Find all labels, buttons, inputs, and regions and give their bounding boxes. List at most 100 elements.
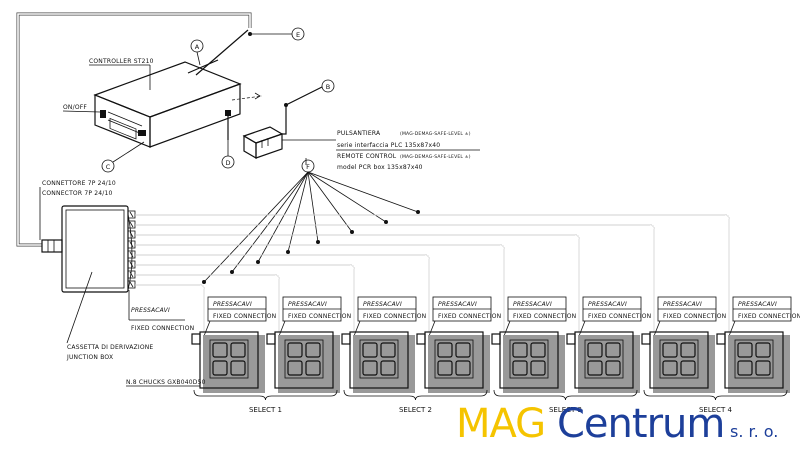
select-label: SELECT 2 [399, 406, 432, 414]
cable-gland [641, 333, 651, 345]
terminal [127, 220, 136, 229]
junction-it-label: CASSETTA DI DERIVAZIONE [67, 344, 153, 351]
chuck-pressacavi-label: PRESSACAVI [513, 301, 552, 308]
select-label: SELECT 1 [249, 406, 282, 414]
onoff-switch [100, 110, 106, 118]
chuck-pole [362, 342, 378, 358]
chuck-pole [680, 360, 696, 376]
chuck-body [349, 331, 409, 389]
callout-d: D [225, 159, 230, 167]
controller-box: CONTROLLER ST210 ON/OFF [62, 29, 263, 148]
chuck-pole [437, 360, 453, 376]
remote-model: model PCR box 135x87x40 [337, 164, 423, 171]
onoff-label: ON/OFF [63, 104, 87, 111]
chuck-fixed-label: FIXED CONNECTION [213, 313, 276, 320]
cable-gland [266, 333, 276, 345]
pulsantiera-model: serie interfaccia PLC 135x87x40 [337, 142, 440, 149]
chuck-pole [305, 342, 321, 358]
chuck-pole [662, 342, 678, 358]
cable-marker [230, 270, 234, 274]
callouts: A B C D E F [101, 27, 335, 173]
chuck-pressacavi-label: PRESSACAVI [438, 301, 477, 308]
connector-label: CONNECTOR 7P 24/10 [42, 190, 113, 197]
chuck-pressacavi-label: PRESSACAVI [363, 301, 402, 308]
chuck-pole [512, 342, 528, 358]
remote-level: (MAG-DEMAG-SAFE-LEVEL ±) [400, 154, 471, 160]
connettore-label: CONNETTORE 7P 24/10 [42, 180, 116, 187]
chuck: PRESSACAVI FIXED CONNECTION [491, 296, 576, 393]
chuck-pole [287, 360, 303, 376]
callout-b: B [326, 83, 330, 91]
controller-label: CONTROLLER ST210 [89, 58, 154, 65]
chuck-body [724, 331, 784, 389]
callout-f: F [306, 163, 310, 171]
chuck-pole [587, 360, 603, 376]
chuck-fixed-label: FIXED CONNECTION [288, 313, 351, 320]
select-label: SELECT 3 [549, 406, 582, 414]
mag-centrum-logo: MAG Centrum s. r. o. [456, 401, 778, 447]
chuck-body [574, 331, 634, 389]
chuck: PRESSACAVI FIXED CONNECTION [191, 296, 276, 393]
chuck-body [274, 331, 334, 389]
chuck-pole [380, 360, 396, 376]
chuck-pole [230, 360, 246, 376]
chuck-fixed-label: FIXED CONNECTION [663, 313, 726, 320]
chuck-pole [755, 342, 771, 358]
logo-mag: MAG [456, 401, 545, 447]
chuck-cable [135, 274, 280, 332]
chuck-fixed-label: FIXED CONNECTION [438, 313, 501, 320]
junction-box: CONNETTORE 7P 24/10 CONNECTOR 7P 24/10 C… [39, 180, 194, 361]
chuck-pole [362, 360, 378, 376]
chuck-body [199, 331, 259, 389]
chuck-body [499, 331, 559, 389]
chuck-pole [737, 342, 753, 358]
logo-sro: s. r. o. [730, 422, 778, 441]
cable-gland [191, 333, 201, 345]
chuck-pole [230, 342, 246, 358]
chuck-pole [305, 360, 321, 376]
chuck: PRESSACAVI FIXED CONNECTION [716, 296, 800, 393]
terminal [127, 230, 136, 239]
callout-c: C [106, 163, 111, 171]
callout-a: A [195, 43, 200, 51]
chuck-fixed-label: FIXED CONNECTION [363, 313, 426, 320]
chuck-pole [380, 342, 396, 358]
terminal [127, 250, 136, 259]
select-label: SELECT 4 [699, 406, 733, 414]
cable-gland [416, 333, 426, 345]
pulsantiera-label: PULSANTIERA [337, 130, 381, 137]
chuck-pole [455, 360, 471, 376]
chucks-label: N.8 CHUCKS GXB040D50 [126, 379, 206, 386]
f-leaders [203, 171, 419, 283]
chuck-pole [212, 360, 228, 376]
chuck-cable [135, 254, 430, 332]
jb-pressacavi-label: PRESSACAVI [131, 307, 170, 314]
pulsantiera-level: (MAG-DEMAG-SAFE-LEVEL ±) [400, 131, 471, 137]
chuck-pole [530, 342, 546, 358]
chuck-pole [530, 360, 546, 376]
chuck-pressacavi-label: PRESSACAVI [213, 301, 252, 308]
chuck-fixed-label: FIXED CONNECTION [588, 313, 651, 320]
chuck-pole [737, 360, 753, 376]
cable-marker [384, 220, 388, 224]
select-groups: SELECT 1 SELECT 2 SELECT 3 SELECT 4 [193, 389, 788, 414]
terminal [127, 260, 136, 269]
main-cable [16, 12, 252, 247]
terminal [127, 240, 136, 249]
chuck-pole [605, 360, 621, 376]
chuck-body [649, 331, 709, 389]
chuck-pressacavi-label: PRESSACAVI [738, 301, 777, 308]
chuck-fixed-label: FIXED CONNECTION [738, 313, 800, 320]
cable-gland [566, 333, 576, 345]
chuck-pole [680, 342, 696, 358]
chuck-pole [587, 342, 603, 358]
chuck-fixed-label: FIXED CONNECTION [513, 313, 576, 320]
cable-gland [716, 333, 726, 345]
chuck-pole [605, 342, 621, 358]
cable-gland [341, 333, 351, 345]
jb-fixed-label: FIXED CONNECTION [131, 325, 194, 332]
